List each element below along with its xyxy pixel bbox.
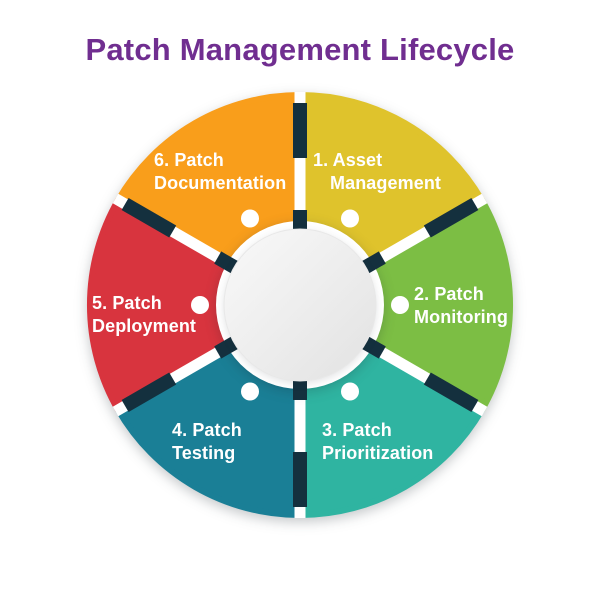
inner-tick-marks (214, 210, 386, 400)
bullet-dots (191, 209, 409, 401)
segment-label-patch-prioritization: 3. Patch Prioritization (322, 419, 433, 465)
segment-label-line: 1. Asset (313, 150, 383, 170)
center-disk (223, 228, 377, 382)
tick-mark (214, 335, 240, 359)
segment-label-asset-management: 1. Asset Management (313, 149, 441, 195)
segment-label-patch-deployment: 5. Patch Deployment (92, 292, 196, 338)
tick-mark (360, 251, 386, 275)
segment-label-line: Management (330, 173, 442, 193)
bullet-dot (391, 296, 409, 314)
segment-label-line: 3. Patch (322, 420, 392, 440)
tick-mark (423, 372, 479, 413)
segment-label-line: Deployment (92, 316, 197, 336)
tick-mark (423, 197, 479, 238)
bullet-dot (191, 296, 209, 314)
outer-tick-marks (121, 103, 479, 507)
bullet-dot (241, 382, 259, 401)
tick-mark (121, 197, 177, 238)
segment-label-line: Prioritization (322, 443, 434, 463)
segment-label-line: 4. Patch (172, 420, 242, 440)
bullet-dot (241, 209, 259, 228)
tick-mark (360, 335, 386, 359)
segment-label-patch-testing: 4. Patch Testing (172, 419, 242, 465)
bullet-dot (341, 382, 359, 401)
segment-label-line: 6. Patch (154, 150, 224, 170)
segment-label-line: 2. Patch (414, 284, 484, 304)
bullet-dot (341, 209, 359, 228)
tick-mark (214, 251, 240, 275)
segment-label-line: Documentation (154, 173, 287, 193)
segment-label-line: 5. Patch (92, 293, 162, 313)
segment-label-line: Testing (172, 443, 236, 463)
segment-label-patch-documentation: 6. Patch Documentation (154, 149, 286, 195)
segment-label-line: Monitoring (414, 307, 508, 327)
tick-mark (121, 372, 177, 413)
page-title: Patch Management Lifecycle (85, 32, 515, 67)
segment-label-patch-monitoring: 2. Patch Monitoring (414, 283, 508, 329)
